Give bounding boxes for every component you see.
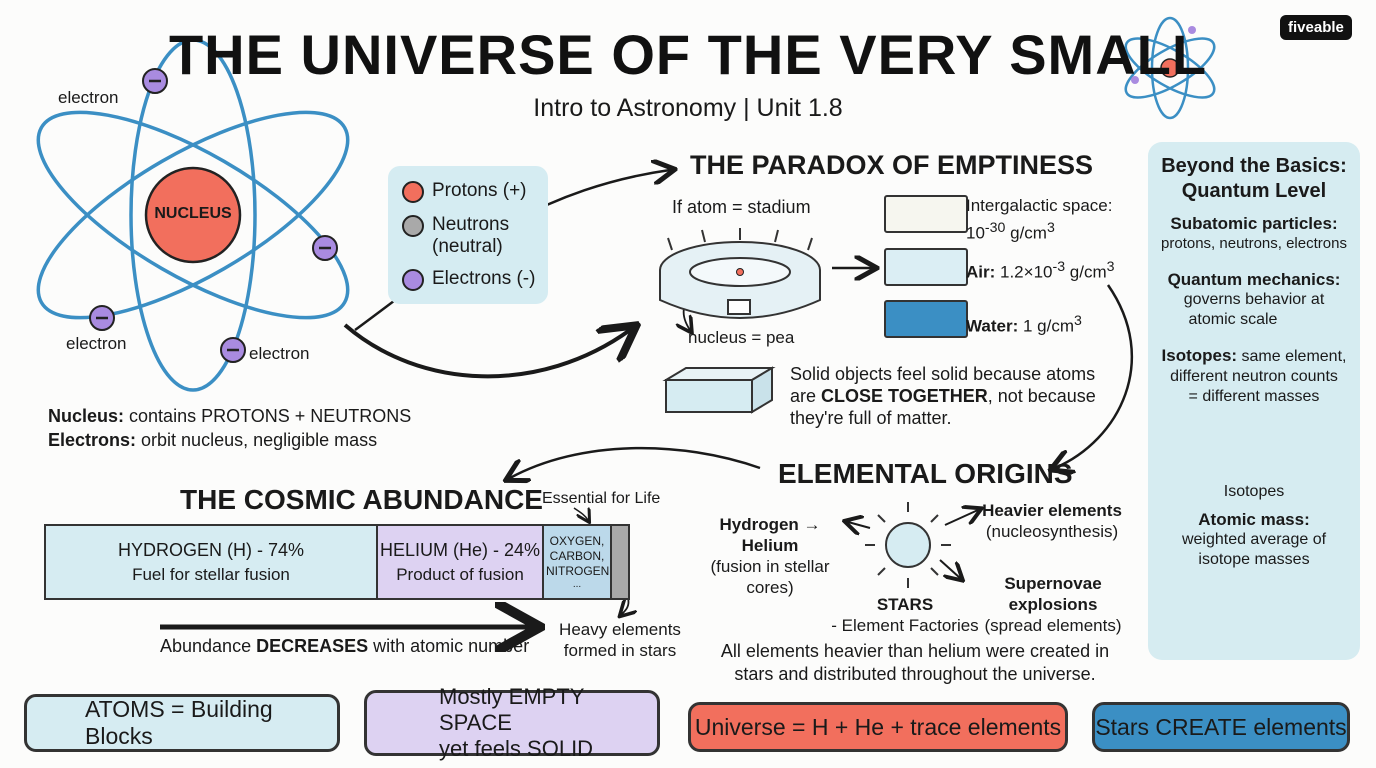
- quantum-panel-title: Beyond the Basics: Quantum Level: [1161, 155, 1347, 202]
- all-elements-note: All elements heavier than helium were cr…: [720, 641, 1110, 684]
- stars-label: STARS - Element Factories: [831, 595, 979, 635]
- pea-caption: nucleus = pea: [688, 328, 795, 347]
- air-density: Air: 1.2×10-3 g/cm3: [966, 259, 1115, 282]
- page-title: THE UNIVERSE OF THE VERY SMALL: [168, 23, 1208, 86]
- electron-label-left: electron: [66, 334, 127, 353]
- quantum-panel: Beyond the Basics: Quantum Level Subatom…: [1148, 142, 1360, 660]
- universe-composition-pill: Universe = H + He + trace elements: [688, 702, 1068, 752]
- hydrogen-helium-note: Hydrogen → Helium (fusion in stellar cor…: [710, 515, 830, 597]
- intergalactic-density: Intergalactic space: 10-30 g/cm3: [966, 196, 1113, 243]
- helium-segment-sub: Product of fusion: [396, 564, 524, 584]
- abundance-trend-note: Abundance DECREASES with atomic number: [160, 636, 530, 656]
- nucleus-circle: [144, 166, 242, 264]
- solid-explanation: Solid objects feel solid because atoms a…: [790, 364, 1096, 428]
- hydrogen-segment: HYDROGEN (H) - 74% Fuel for stellar fusi…: [46, 526, 378, 598]
- page-subtitle: Intro to Astronomy | Unit 1.8: [533, 94, 843, 122]
- nucleus-label: NUCLEUS: [154, 205, 232, 222]
- helium-segment-label: HELIUM (He) - 24%: [379, 539, 541, 560]
- legend-neutrons: Neutrons(neutral): [402, 214, 509, 258]
- atoms-building-blocks-pill: ATOMS = Building Blocks: [24, 694, 340, 752]
- solid-block-illustration: [662, 366, 776, 414]
- title-atom-icon: [1124, 16, 1216, 120]
- nucleus-note-text: contains PROTONS + NEUTRONS: [124, 406, 412, 426]
- stadium-illustration: [659, 228, 821, 319]
- origins-title: ELEMENTAL ORIGINS: [778, 458, 1073, 489]
- stadium-caption: If atom = stadium: [672, 197, 811, 217]
- legend-protons-label: Protons (+): [432, 180, 527, 201]
- paradox-title: THE PARADOX OF EMPTINESS: [690, 150, 1094, 180]
- atomic-mass-note: Atomic mass: weighted average of isotope…: [1181, 510, 1327, 568]
- trace-segment-label: OXYGEN, CARBON, NITROGEN: [546, 534, 610, 578]
- stars-pill-label: Stars CREATE elements: [1095, 713, 1347, 740]
- legend-neutrons-label: Neutrons(neutral): [432, 214, 510, 257]
- water-swatch: [884, 300, 968, 338]
- helium-segment: HELIUM (He) - 24% Product of fusion: [378, 526, 544, 598]
- hydrogen-segment-sub: Fuel for stellar fusion: [132, 564, 290, 584]
- brand-logo: fiveable: [1280, 15, 1352, 40]
- nucleus-note-head: Nucleus:: [48, 406, 125, 426]
- heavy-segment: [612, 526, 628, 598]
- isotopes-note: Isotopes: same element, different neutro…: [1161, 346, 1347, 405]
- stars-create-pill: Stars CREATE elements: [1092, 702, 1350, 752]
- electrons-note-head: Electrons:: [48, 430, 137, 450]
- electrons-note-text: orbit nucleus, negligible mass: [136, 430, 378, 450]
- universe-pill-label: Universe = H + He + trace elements: [694, 713, 1062, 740]
- sun-icon: [865, 502, 951, 588]
- trace-segment-sub: ...: [572, 579, 582, 590]
- particle-legend: Protons (+) Neutrons(neutral) Electrons …: [388, 166, 548, 304]
- legend-electrons-label: Electrons (-): [432, 268, 536, 289]
- trace-segment: OXYGEN, CARBON, NITROGEN ...: [544, 526, 612, 598]
- heavy-elements-note: Heavy elements formed in stars: [559, 620, 681, 660]
- abundance-bar: HYDROGEN (H) - 74% Fuel for stellar fusi…: [44, 524, 630, 600]
- subatomic-note: Subatomic particles: protons, neutrons, …: [1161, 214, 1347, 252]
- air-swatch: [884, 248, 968, 286]
- heavier-elements-note: Heavier elements (nucleosynthesis): [982, 501, 1122, 541]
- legend-protons: Protons (+): [402, 180, 527, 203]
- quantum-mechanics-note: Quantum mechanics: governs behavior at a…: [1167, 270, 1341, 328]
- atom-notes: Nucleus: contains PROTONS + NEUTRONS Ele…: [48, 404, 411, 452]
- water-density: Water: 1 g/cm3: [966, 313, 1082, 336]
- electron-label-right: electron: [249, 344, 310, 363]
- isotopes-caption: Isotopes: [1223, 483, 1285, 500]
- abundance-title: THE COSMIC ABUNDANCE: [180, 484, 543, 515]
- atoms-pill-label: ATOMS = Building Blocks: [85, 696, 273, 749]
- intergalactic-swatch: [884, 195, 968, 233]
- essential-life-caption: Essential for Life: [542, 490, 661, 507]
- proton-dot-icon: [402, 181, 424, 203]
- hydrogen-segment-label: HYDROGEN (H) - 74%: [117, 539, 305, 560]
- supernovae-note: Supernovae explosions (spread elements): [984, 574, 1122, 635]
- electron-label-top: electron: [58, 88, 119, 107]
- atom-orbits: [36, 38, 350, 392]
- electron-dot-icon: [402, 269, 424, 291]
- neutron-dot-icon: [402, 215, 424, 237]
- legend-electrons: Electrons (-): [402, 268, 535, 291]
